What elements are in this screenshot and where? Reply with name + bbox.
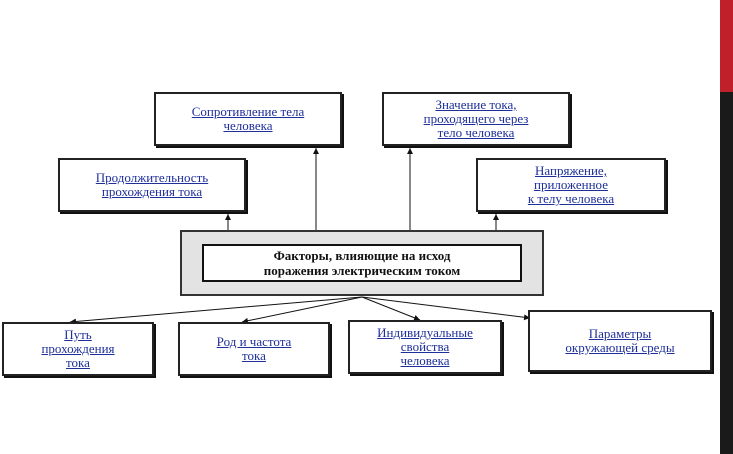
slide-edge-bar	[720, 0, 733, 454]
node-body-resistance-label: Сопротивление тела человека	[191, 104, 305, 133]
node-current-value-label: Значение тока, проходящего через тело че…	[423, 97, 529, 140]
node-voltage: Напряжение, приложенное к телу человека	[476, 158, 666, 212]
arrow-to-kind	[241, 296, 363, 324]
node-individual-properties-label: Индивидуальные свойства человека	[377, 325, 473, 368]
arrow-to-individual	[361, 296, 421, 321]
node-current-path-label: Путь прохождения тока	[41, 327, 115, 370]
arrow-to-path	[69, 296, 363, 325]
central-node-frame: Факторы, влияющие на исход поражения эле…	[180, 230, 544, 296]
node-current-path: Путь прохождения тока	[2, 322, 154, 376]
arrow-to-environment	[361, 296, 531, 321]
node-environment: Параметры окружающей среды	[528, 310, 712, 372]
node-current-kind-label: Род и частота тока	[216, 334, 292, 363]
central-node-title: Факторы, влияющие на исход поражения эле…	[202, 244, 522, 282]
node-body-resistance: Сопротивление тела человека	[154, 92, 342, 146]
slide-accent-stripe	[720, 0, 733, 92]
node-duration: Продолжительность прохождения тока	[58, 158, 246, 212]
node-duration-label: Продолжительность прохождения тока	[95, 170, 209, 199]
node-individual-properties: Индивидуальные свойства человека	[348, 320, 502, 374]
node-environment-label: Параметры окружающей среды	[565, 326, 675, 355]
node-current-value: Значение тока, проходящего через тело че…	[382, 92, 570, 146]
node-voltage-label: Напряжение, приложенное к телу человека	[527, 163, 615, 206]
node-current-kind: Род и частота тока	[178, 322, 330, 376]
